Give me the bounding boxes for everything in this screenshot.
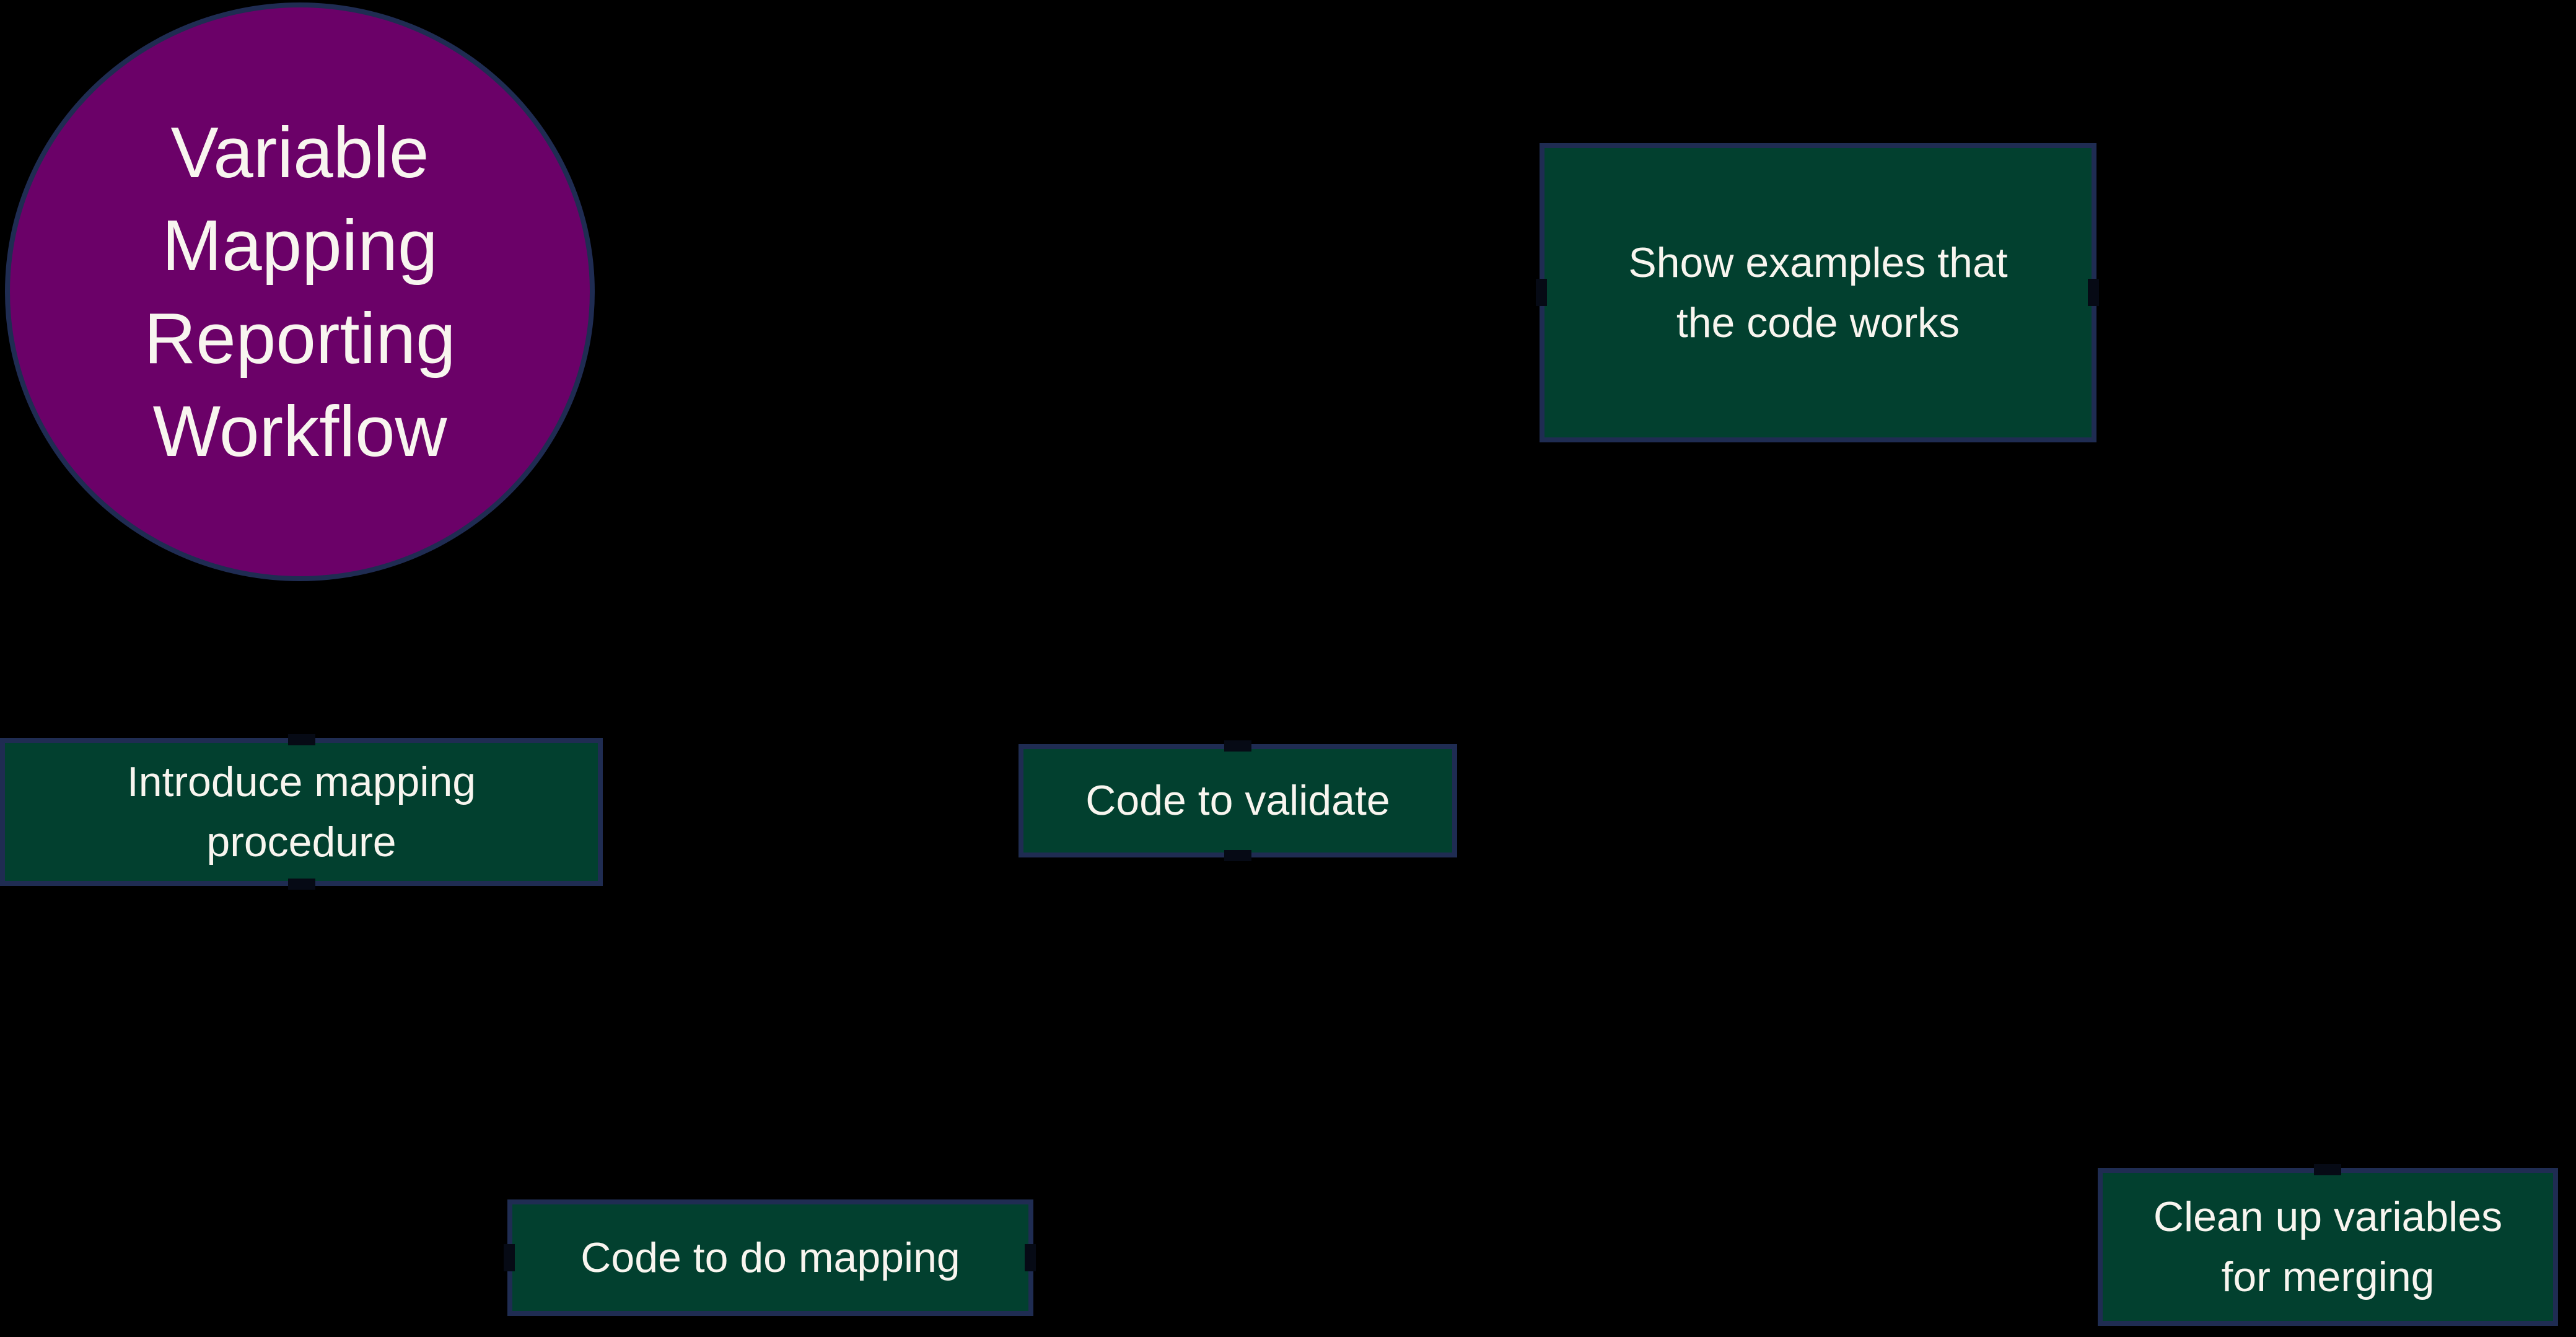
- node-cleanup-label: Clean up variables for merging: [2153, 1193, 2503, 1300]
- node-title-circle-label: Variable Mapping Reporting Workflow: [144, 112, 456, 471]
- node-code-to-validate: Code to validate: [1019, 744, 1457, 857]
- connector-arrowhead: [1224, 850, 1251, 861]
- node-mapping-label: Code to do mapping: [580, 1234, 960, 1281]
- node-show-examples: Show examples that the code works: [1540, 143, 2096, 442]
- node-introduce-label: Introduce mapping procedure: [126, 758, 476, 866]
- connector-arrowhead: [288, 879, 315, 890]
- connector-arrowhead: [2314, 1164, 2341, 1175]
- node-clean-up-variables: Clean up variables for merging: [2098, 1168, 2558, 1326]
- connector-arrowhead: [1025, 1244, 1036, 1271]
- connector-arrowhead: [504, 1244, 515, 1271]
- node-examples-label: Show examples that the code works: [1628, 239, 2008, 346]
- connector-arrowhead: [2088, 279, 2099, 306]
- connector-arrowhead: [288, 734, 315, 745]
- node-code-to-do-mapping: Code to do mapping: [507, 1199, 1033, 1316]
- node-introduce-mapping-procedure: Introduce mapping procedure: [0, 738, 603, 886]
- connector-arrowhead: [1224, 740, 1251, 752]
- node-title-circle: Variable Mapping Reporting Workflow: [5, 2, 595, 581]
- node-validate-label: Code to validate: [1085, 777, 1390, 824]
- connector-arrowhead: [1536, 279, 1547, 306]
